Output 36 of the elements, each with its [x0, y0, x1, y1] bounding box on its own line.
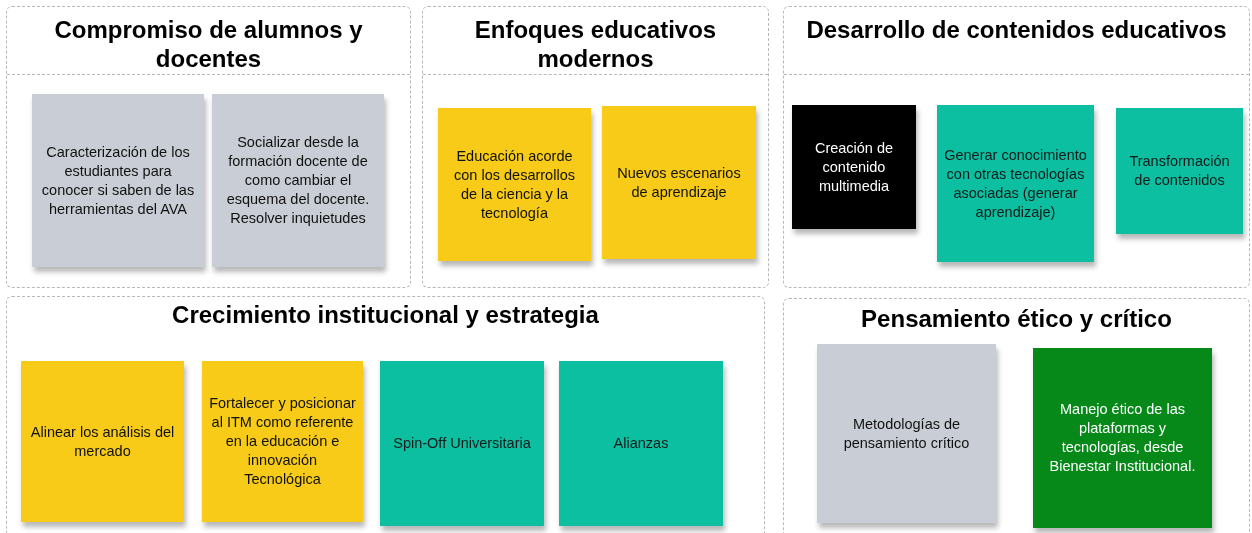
note-text: Socializar desde la formación docente de como cambiar el esquema del docente. Resolver inquietudes: [225, 133, 371, 228]
note-text: Nuevos escenarios de aprendizaje: [616, 163, 742, 202]
note-text: Creación de contenido multimedia: [813, 138, 895, 196]
group-heading: Enfoques educativos modernos: [473, 15, 718, 73]
sticky-note: [817, 344, 996, 523]
group-heading: Compromiso de alumnos y docentes: [53, 15, 364, 73]
sticky-note: [1116, 108, 1243, 234]
group-frame: [6, 296, 765, 533]
group-frame: [6, 6, 411, 288]
sticky-note: [202, 361, 363, 522]
group-heading: Crecimiento institucional y estrategia: [171, 300, 600, 329]
group-frame: [422, 6, 769, 288]
sticky-note: [1033, 348, 1212, 528]
sticky-note: [32, 94, 204, 267]
note-text: Generar conocimiento con otras tecnologías asociadas (generar aprendizaje): [943, 145, 1088, 222]
note-text: Alinear los análisis del mercado: [29, 422, 176, 461]
note-text: Educación acorde con los desarrollos de la ciencia y la tecnología: [453, 146, 576, 223]
sticky-note: [212, 94, 384, 267]
sticky-note: [380, 361, 544, 526]
note-text: Manejo ético de las plataformas y tecnologías, desde Bienestar Institucional.: [1048, 400, 1197, 476]
group-heading: Desarrollo de contenidos educativos: [805, 15, 1228, 44]
group-frame: [783, 298, 1250, 533]
note-text: Metodologías de pensamiento crítico: [842, 414, 971, 453]
note-text: Caracterización de los estudiantes para conocer si saben de las herramientas del AVA: [40, 142, 196, 219]
group-frame: [783, 6, 1250, 288]
note-text: Spin-Off Universitaria: [393, 434, 531, 453]
sticky-note: [559, 361, 723, 526]
sticky-note: [937, 105, 1094, 262]
note-text: Fortalecer y posicionar al ITM como referente en la educación e innovación Tecnológica: [208, 394, 357, 489]
sticky-note: [602, 106, 756, 259]
sticky-note: [21, 361, 184, 522]
group-heading: Pensamiento ético y crítico: [860, 304, 1173, 333]
sticky-note: [438, 108, 591, 261]
note-text: Alianzas: [613, 434, 669, 453]
note-text: Transformación de contenidos: [1128, 152, 1231, 190]
sticky-note: [792, 105, 916, 229]
